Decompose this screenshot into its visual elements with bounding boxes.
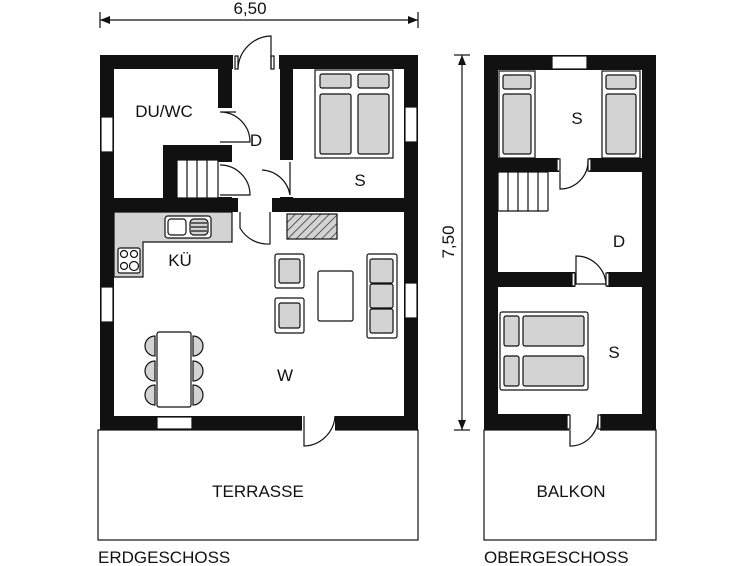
window (100, 116, 114, 153)
single-bed (498, 70, 536, 159)
upper-floor: S D S BALKON OBERGESCHOSS (483, 55, 657, 566)
sofa (366, 253, 398, 339)
coffee-table (317, 270, 354, 322)
window (404, 106, 418, 143)
room-label-kitchen: KÜ (168, 251, 192, 270)
window (551, 55, 588, 70)
single-bed (601, 70, 641, 159)
upper-floor-caption: OBERGESCHOSS (484, 548, 629, 566)
width-label: 6,50 (233, 0, 266, 18)
fireplace (286, 213, 338, 240)
kitchen-counter (113, 211, 233, 278)
room-label-terrace: TERRASSE (212, 482, 304, 501)
room-label-bedroom-bottom: S (608, 343, 619, 362)
stairs (176, 159, 219, 199)
width-dimension: 6,50 (99, 0, 419, 28)
room-label-bath: DU/WC (135, 102, 193, 121)
armchair (274, 253, 305, 289)
doors (556, 158, 610, 447)
height-label: 7,50 (439, 225, 458, 258)
doors (219, 35, 336, 447)
room-label-balcony: BALKON (537, 482, 606, 501)
terrace (97, 429, 419, 541)
window (404, 282, 418, 319)
armchair (274, 297, 305, 334)
dining-set (144, 331, 204, 408)
double-bed (499, 311, 589, 391)
stove (117, 247, 141, 274)
room-label-hall: D (613, 232, 625, 251)
ground-floor-caption: ERDGESCHOSS (98, 548, 230, 566)
height-dimension: 7,50 (439, 54, 470, 431)
room-label-bedroom-top: S (571, 109, 582, 128)
balcony (483, 429, 657, 541)
ground-floor: DU/WC D S KÜ W TERRASSE ERDGESCHOSS (97, 35, 419, 566)
window (100, 286, 114, 323)
room-label-bedroom: S (354, 171, 365, 190)
stairs (497, 171, 549, 212)
window (156, 416, 193, 430)
room-label-hall: D (250, 131, 262, 150)
double-bed (314, 69, 394, 159)
room-label-living: W (277, 366, 293, 385)
